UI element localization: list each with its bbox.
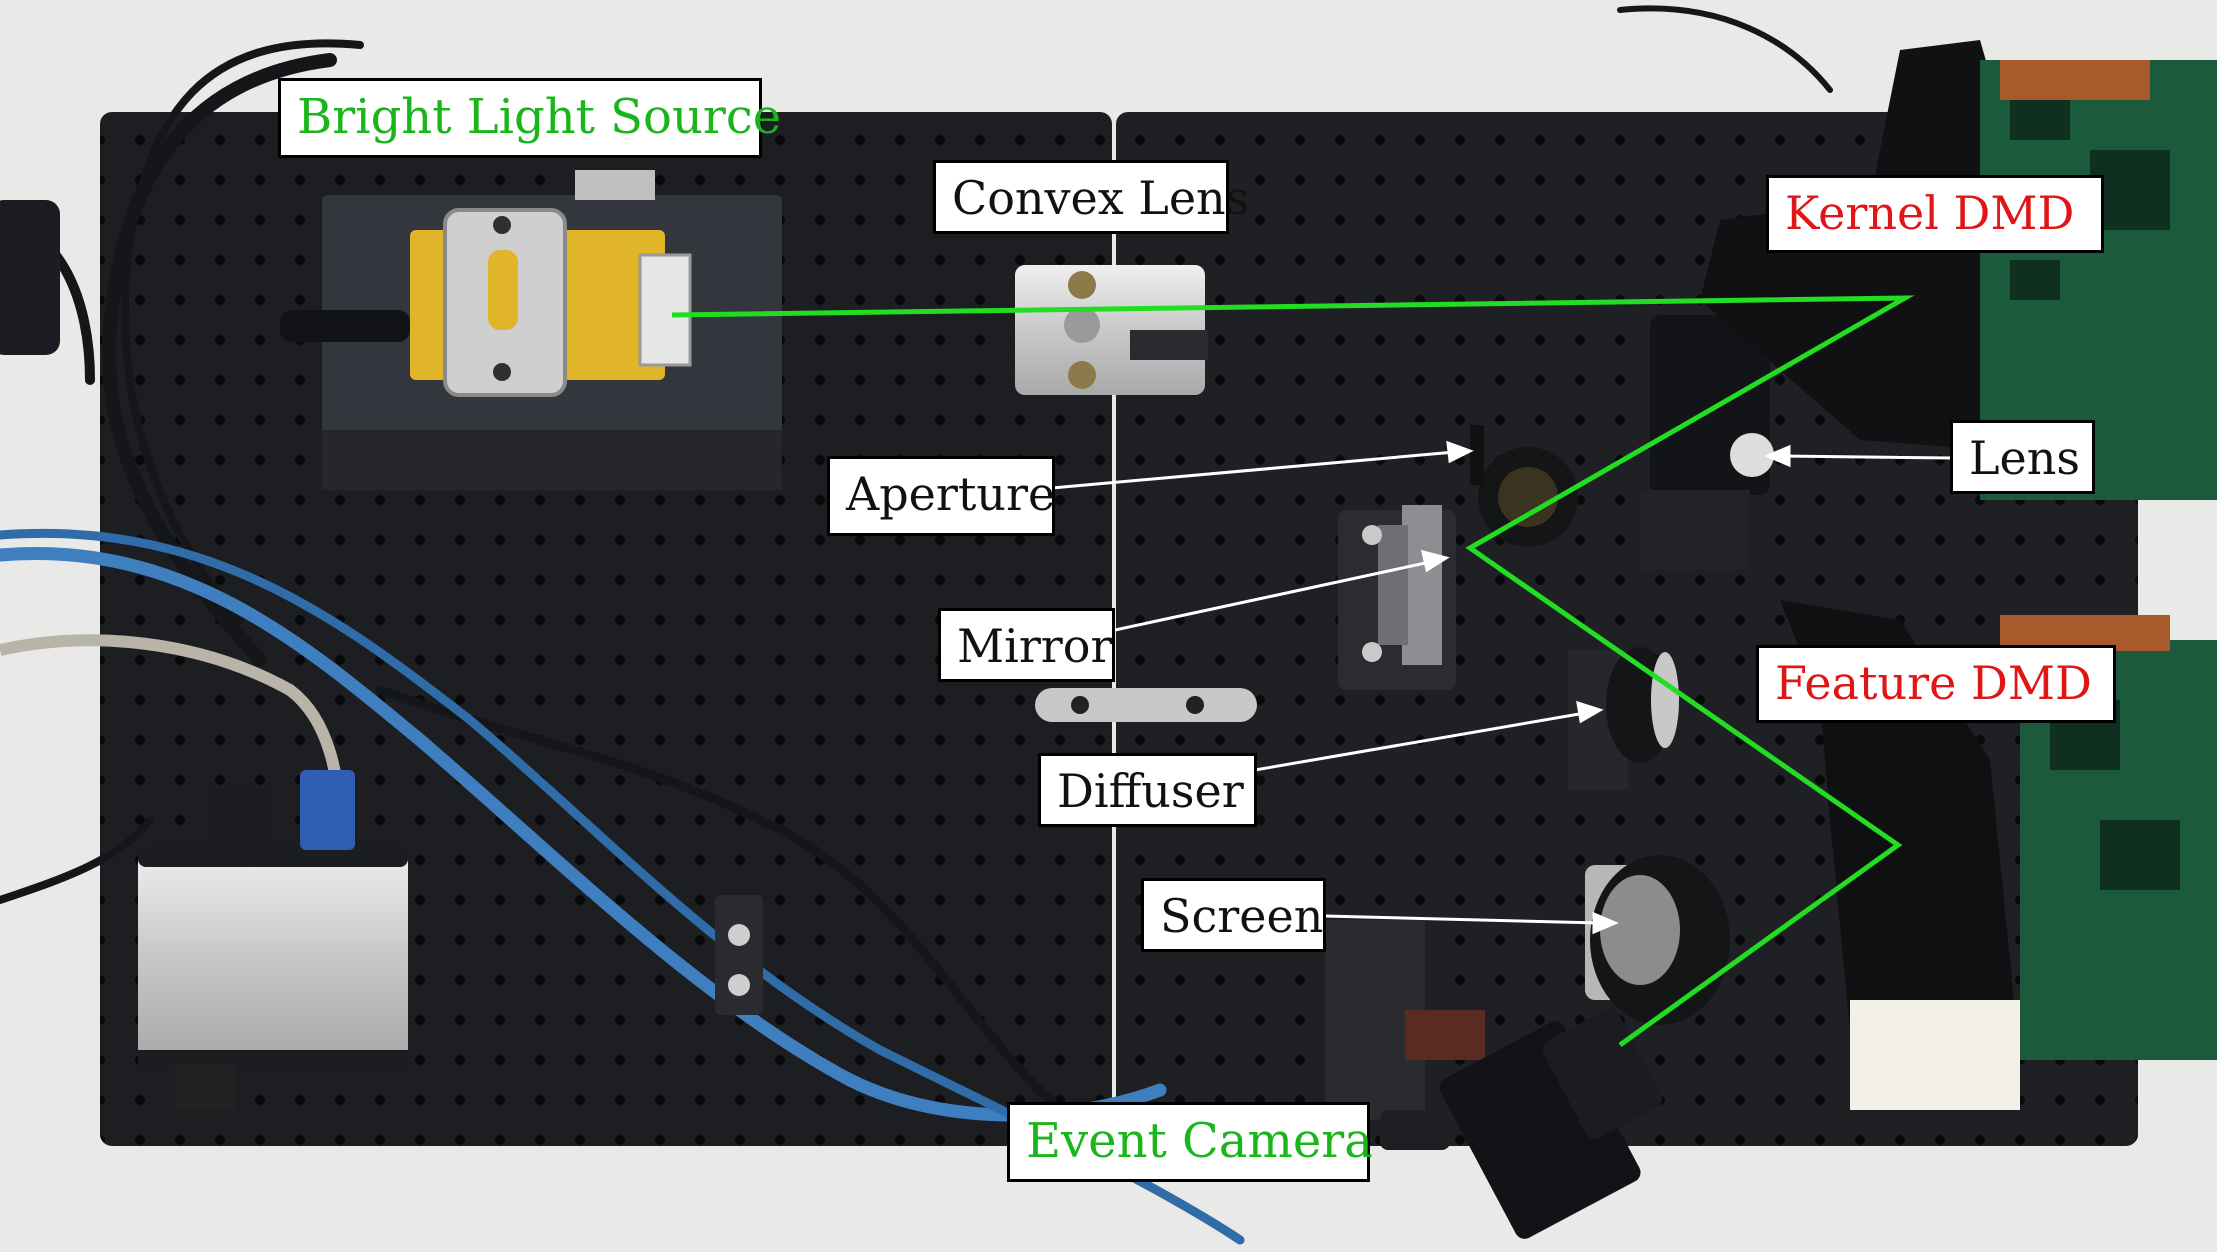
screen-mount <box>1585 855 1730 1025</box>
label-convex-lens: Convex Lens <box>933 160 1249 234</box>
mirror-mount <box>1338 505 1456 690</box>
label-bright-light-source: Bright Light Source <box>278 78 781 158</box>
light-beam-path <box>671 295 1915 1048</box>
post-holder <box>715 895 763 1015</box>
controller-box <box>138 770 408 1110</box>
label-feature-dmd: Feature DMD <box>1756 645 2116 723</box>
label-kernel-dmd: Kernel DMD <box>1766 175 2104 253</box>
silver-clamp <box>1035 688 1257 722</box>
lens-mount <box>1640 315 1774 570</box>
callout-arrows <box>1051 440 1954 935</box>
light-source-housing <box>280 170 782 490</box>
label-aperture: Aperture <box>827 456 1055 536</box>
aperture-mount <box>1470 425 1578 547</box>
label-lens: Lens <box>1950 420 2095 494</box>
label-event-camera: Event Camera <box>1007 1102 1373 1182</box>
event-camera-device <box>1325 920 1663 1239</box>
convex-lens-mount <box>1015 265 1208 395</box>
left-edge-device <box>0 200 60 355</box>
black-cables <box>0 5 1833 1115</box>
label-diffuser: Diffuser <box>1038 753 1257 827</box>
label-mirror: Mirror <box>938 608 1115 682</box>
label-screen: Screen <box>1141 878 1326 952</box>
